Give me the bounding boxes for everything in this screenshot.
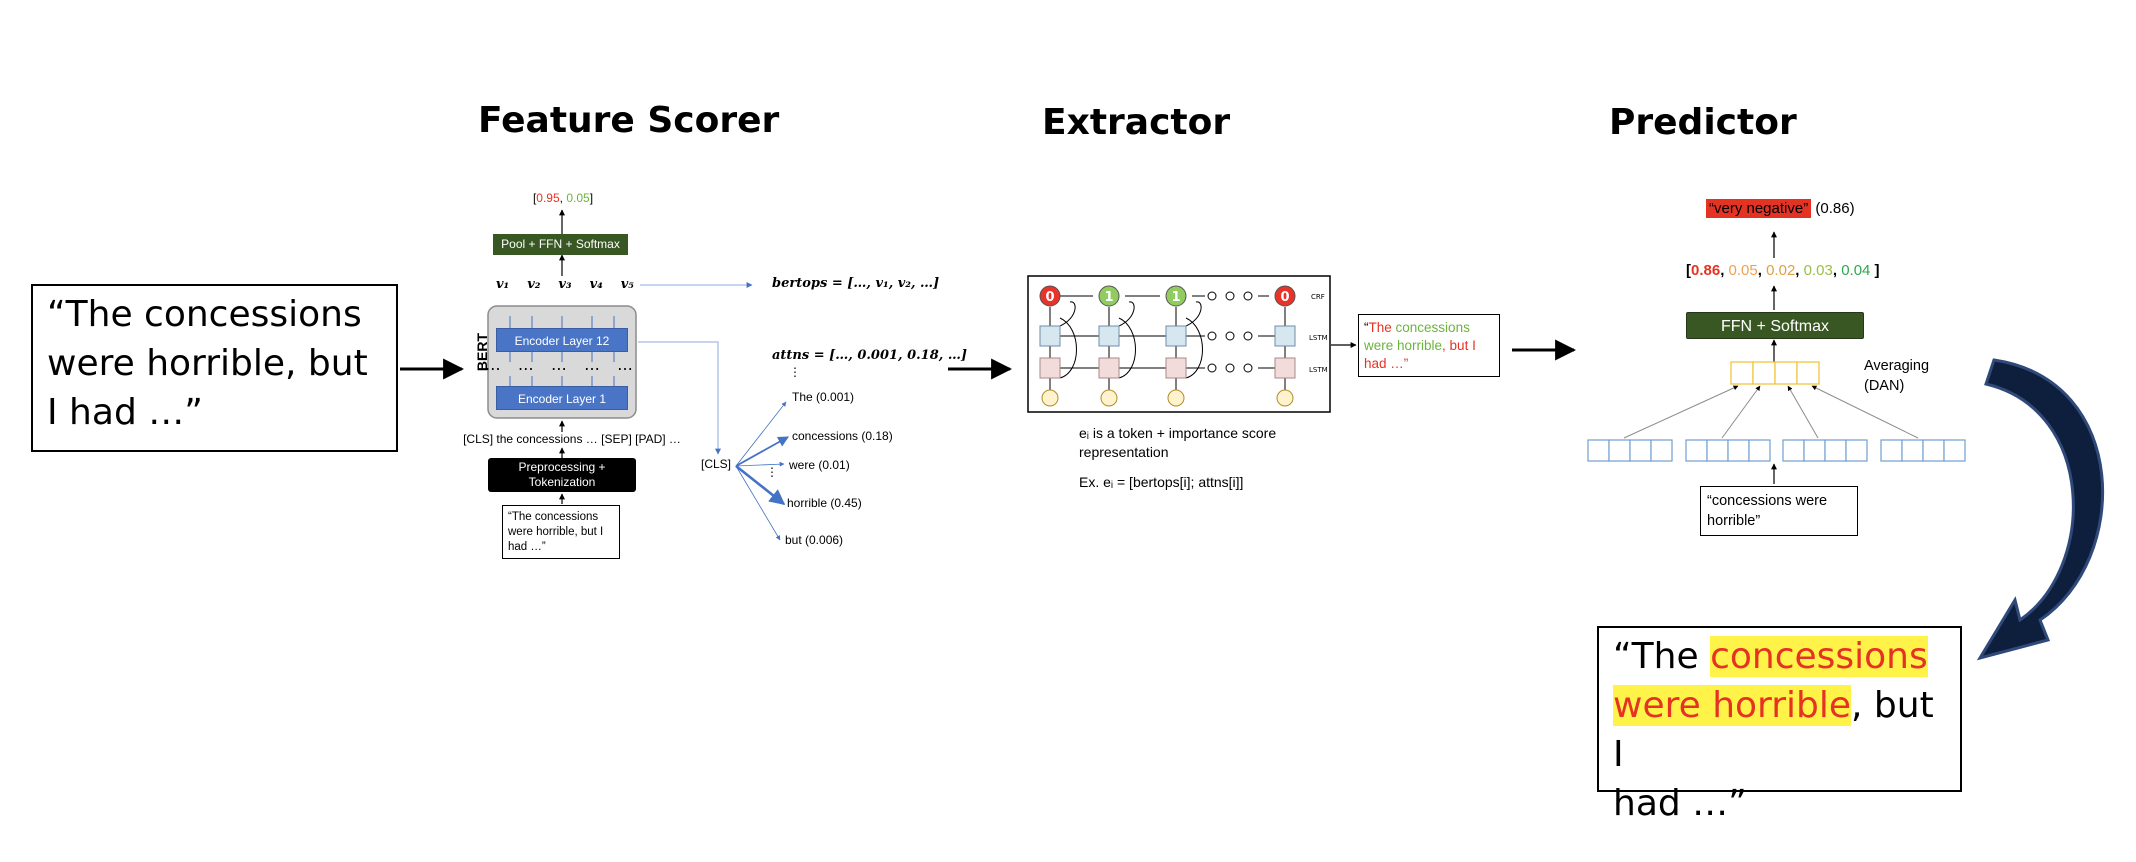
extractor-caption: eᵢ is a token + importance score represe… — [1079, 425, 1277, 460]
embedding-cell — [1706, 439, 1729, 462]
final-output-box: “The concessions were horrible, but I ha… — [1597, 626, 1962, 824]
crf-node — [1098, 285, 1120, 307]
attention-item-the: The (0.001) — [792, 390, 855, 404]
extractor-example: Ex. eᵢ = [bertops[i]; attns[i]] — [1079, 474, 1244, 490]
crf-node-label: 1 — [1171, 290, 1180, 305]
highlight-concessions: concessions — [1710, 636, 1928, 677]
lstm-lower-cells — [1039, 357, 1296, 379]
embedding-cell — [1845, 439, 1868, 462]
embedding-cell — [1824, 439, 1847, 462]
class-probability: 0.02 — [1766, 262, 1796, 279]
crf-label: CRF — [1311, 293, 1325, 301]
v5-label: v₅ — [620, 277, 634, 292]
predicted-label: “very negative” — [1706, 199, 1812, 218]
v4-label: v₄ — [589, 277, 603, 292]
ffn-softmax-block: FFN + Softmax — [1686, 312, 1864, 339]
v1-label: v₁ — [496, 277, 510, 292]
embedding-cell — [1748, 439, 1771, 462]
probability-separator: , — [1757, 262, 1767, 279]
class-probability: 0.05 — [1728, 262, 1758, 279]
attention-item-but: but (0.006) — [785, 533, 844, 547]
encoder-to-cls-connector — [638, 341, 721, 455]
bert-label: BERT — [474, 332, 490, 372]
class-probability: 0.04 — [1841, 262, 1871, 279]
bertops-formula: bertops = […, v₁, v₂, …] — [772, 276, 940, 291]
crf-node — [1274, 285, 1296, 307]
attention-item-horrible: horrible (0.45) — [787, 496, 862, 510]
scorer-input-box: “The concessions were horrible, but I ha… — [502, 505, 620, 559]
embedding-cell — [1685, 439, 1708, 462]
pool-ffn-softmax-block: Pool + FFN + Softmax — [493, 234, 628, 255]
embedding-cell — [1782, 439, 1805, 462]
v3-label: v₃ — [558, 277, 572, 292]
crf-node-label: 0 — [1280, 290, 1289, 305]
preprocessing-tokenization-block: Preprocessing + Tokenization — [488, 458, 636, 492]
token-sequence: [CLS] the concessions … [SEP] [PAD] … — [463, 432, 681, 446]
predictor-input-box: “concessions were horrible” — [1700, 486, 1858, 536]
embedding-cell — [1650, 439, 1673, 462]
crf-node-group: 0 1 1 0 — [1039, 285, 1296, 307]
class-probability: 0.86 — [1691, 262, 1721, 279]
input-quote-box: “The concessions were horrible, but I ha… — [31, 284, 398, 452]
class-probability: 0.03 — [1803, 262, 1833, 279]
predictor-title: Predictor — [1609, 102, 1797, 143]
attns-dots: ⋮ — [789, 365, 801, 379]
extractor-ellipsis — [1207, 291, 1253, 373]
predicted-score: (0.86) — [1815, 200, 1855, 217]
lstm-label-lower: LSTM — [1309, 366, 1328, 374]
embedding-cell — [1880, 439, 1903, 462]
probability-separator: , — [1720, 262, 1729, 279]
feature-scorer-title: Feature Scorer — [478, 100, 780, 141]
output-vectors-row: v₁ v₂ v₃ v₄ v₅ — [496, 277, 634, 295]
embedding-cell — [1922, 439, 1945, 462]
probability-separator: , — [1832, 262, 1842, 279]
feedback-curved-arrow — [1976, 358, 2105, 661]
extractor-output-box: “The concessions were horrible, but I ha… — [1358, 314, 1500, 377]
crf-node-label: 0 — [1045, 290, 1054, 305]
embedding-cell — [1727, 439, 1750, 462]
lstm-upper-cells — [1039, 325, 1296, 347]
averaging-dan-label: Averaging (DAN) — [1864, 358, 1930, 394]
encoder-dots: ⋯ ⋯ ⋯ ⋯ ⋯ — [485, 359, 639, 378]
crf-node — [1039, 285, 1061, 307]
sentiment-probs-output: [0.95, 0.05] — [532, 191, 594, 205]
crf-node — [1165, 285, 1187, 307]
v2-label: v₂ — [527, 277, 541, 292]
crf-node-label: 1 — [1104, 290, 1113, 305]
embedding-cell — [1629, 439, 1652, 462]
embedding-cell — [1803, 439, 1826, 462]
attention-item-concessions: concessions (0.18) — [792, 429, 893, 443]
attention-item-were: were (0.01) — [789, 458, 850, 472]
class-probabilities: [0.86, 0.05, 0.02, 0.03, 0.04 ] — [1686, 262, 1880, 279]
predictor-output: “very negative” (0.86) — [1706, 199, 1855, 218]
fan-dots: ⋮ — [766, 465, 778, 479]
extractor-title: Extractor — [1042, 102, 1231, 143]
attns-formula: attns = […, 0.001, 0.18, …] — [772, 348, 967, 363]
lstm-label-upper: LSTM — [1309, 334, 1328, 342]
embedding-cell — [1587, 439, 1610, 462]
embedding-cell — [1943, 439, 1966, 462]
encoder-layer-12: Encoder Layer 12 — [496, 328, 628, 352]
input-quote-text: “The concessions were horrible, but I ha… — [47, 294, 368, 433]
probability-separator: , — [1795, 262, 1804, 279]
embedding-to-average-links — [1623, 385, 1919, 439]
highlight-were-horrible: were horrible — [1613, 685, 1852, 726]
averaging-box — [1730, 361, 1820, 385]
token-embedding-nodes — [1041, 389, 1294, 407]
attention-fan — [735, 401, 789, 541]
embedding-cell — [1608, 439, 1631, 462]
cls-token-label: [CLS] — [701, 457, 732, 471]
word-embedding-vectors — [1587, 439, 1966, 462]
embedding-cell — [1901, 439, 1924, 462]
encoder-arrows — [509, 316, 615, 386]
extractor-lstm-links — [1049, 295, 1286, 390]
encoder-layer-1: Encoder Layer 1 — [496, 386, 628, 410]
